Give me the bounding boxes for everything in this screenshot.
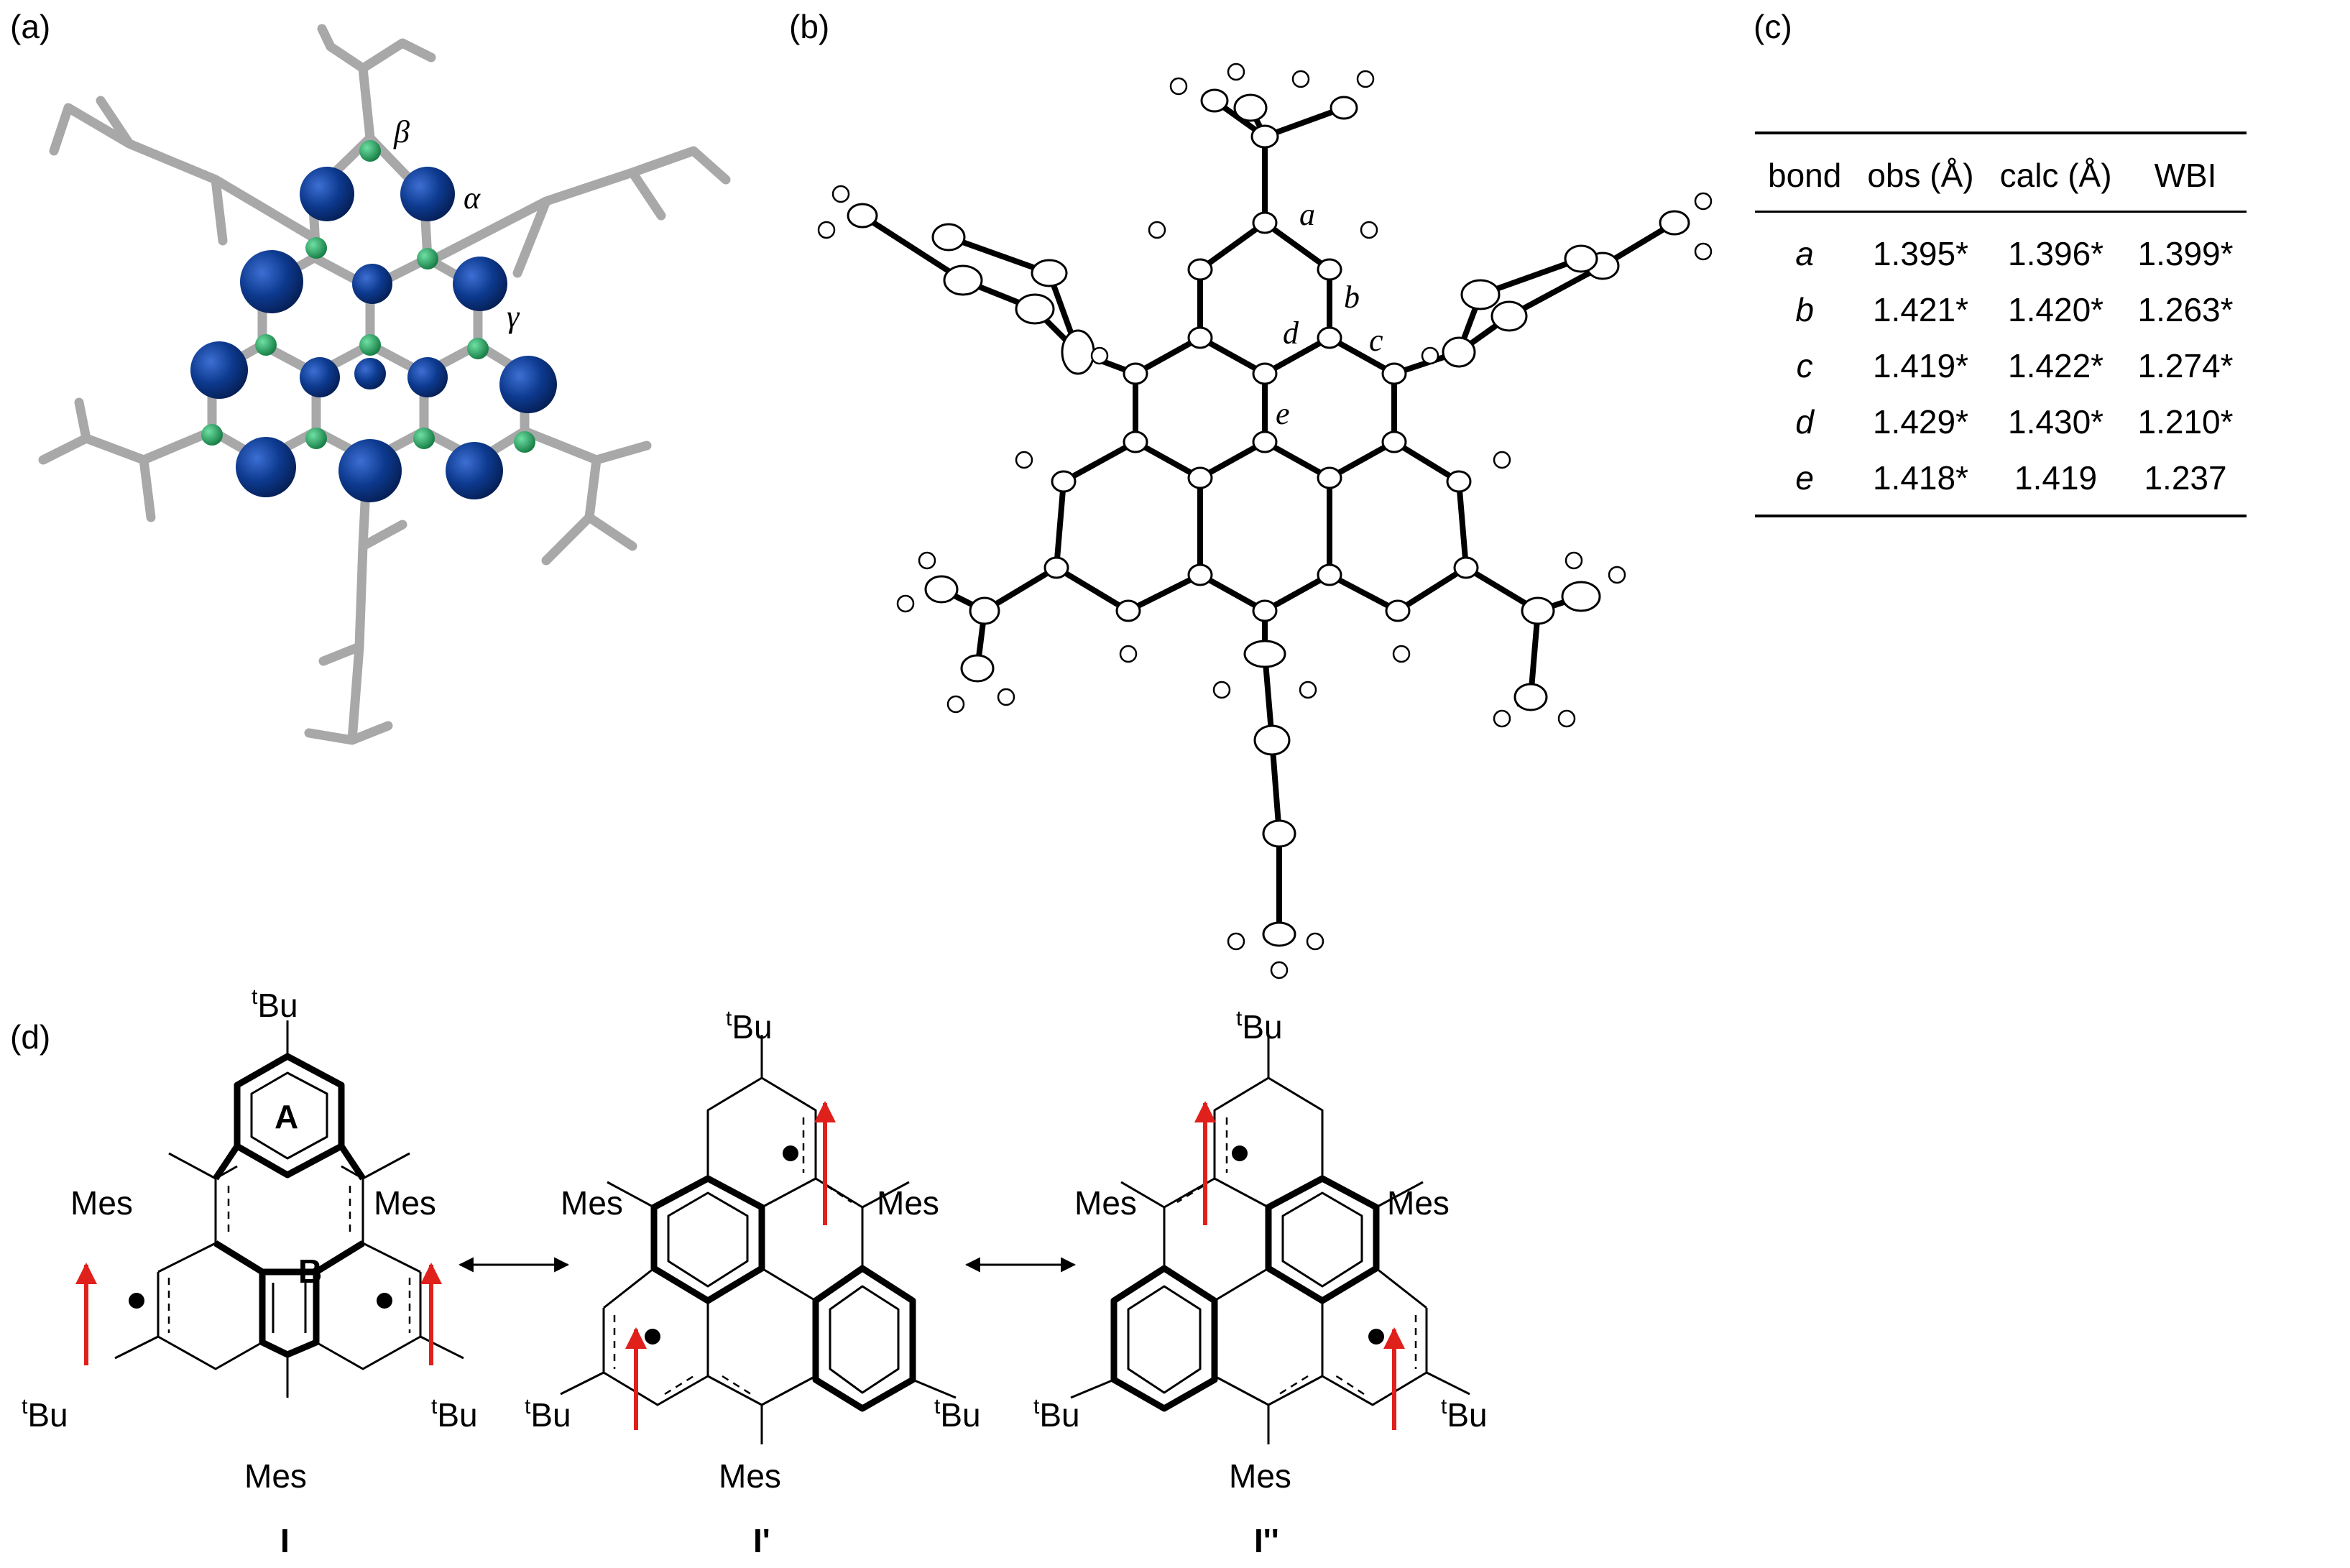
cell-wbi: 1.263*: [2137, 291, 2234, 328]
resonance-labels: tBu Mes Mes tBu tBu Mes A B I tBu Mes Me…: [22, 985, 1488, 1559]
tbu-left-I: tBu: [22, 1395, 68, 1434]
cell-wbi: 1.399*: [2137, 235, 2234, 272]
mes-right-I-double-prime: Mes: [1387, 1184, 1450, 1222]
spin-lobes: [190, 167, 557, 502]
tbu-top-I-double-prime: tBu: [1236, 1007, 1283, 1046]
cell-calc: 1.430*: [2008, 403, 2104, 441]
table-header-row: bond obs (Å) calc (Å) WBI: [1755, 133, 2247, 212]
ring-label-A: A: [275, 1098, 298, 1135]
ortep-atoms: [847, 88, 1690, 947]
structure-I-double-prime: [1070, 1035, 1470, 1444]
structure-I: [75, 1020, 464, 1398]
cell-bond: e: [1795, 459, 1814, 497]
table-row: b 1.421* 1.420* 1.263*: [1755, 282, 2247, 338]
tbu-right-I-prime: tBu: [934, 1395, 981, 1434]
structure-I-prime: [560, 1035, 957, 1444]
cell-calc: 1.420*: [2008, 291, 2104, 328]
mes-left-I: Mes: [70, 1184, 133, 1222]
cell-wbi: 1.237: [2144, 459, 2227, 497]
bond-length-table: bond obs (Å) calc (Å) WBI a 1.395* 1.396…: [1755, 132, 2247, 517]
tbu-right-I: tBu: [431, 1395, 478, 1434]
cell-obs: 1.419*: [1872, 347, 1968, 384]
table-row: c 1.419* 1.422* 1.274*: [1755, 338, 2247, 394]
table-row: a 1.395* 1.396* 1.399*: [1755, 212, 2247, 282]
cell-bond: d: [1795, 403, 1814, 441]
mes-right-I-prime: Mes: [877, 1184, 939, 1222]
bond-label-e: e: [1276, 396, 1290, 431]
cell-bond: c: [1796, 347, 1813, 384]
mes-bottom-I: Mes: [244, 1457, 307, 1495]
label-gamma: γ: [507, 299, 520, 334]
cell-bond: b: [1795, 291, 1814, 328]
cell-wbi: 1.210*: [2137, 403, 2234, 441]
ortep-hydrogens: [817, 63, 1713, 979]
tbu-right-I-double-prime: tBu: [1441, 1395, 1488, 1434]
cell-wbi: 1.274*: [2137, 347, 2234, 384]
tbu-top-I: tBu: [252, 985, 298, 1024]
cell-calc: 1.422*: [2008, 347, 2104, 384]
panel-label-a: (a): [10, 8, 51, 45]
bond-label-d: d: [1283, 315, 1299, 351]
label-alpha: α: [464, 180, 481, 216]
mes-left-I-prime: Mes: [561, 1184, 623, 1222]
cell-obs: 1.395*: [1872, 235, 1968, 272]
header-calc: calc (Å): [1999, 157, 2112, 194]
carbon-atoms: [201, 140, 535, 453]
cell-calc: 1.396*: [2008, 235, 2104, 272]
crystal-structure: a b c d e: [817, 63, 1713, 979]
bond-label-a: a: [1299, 197, 1315, 232]
cell-obs: 1.421*: [1872, 291, 1968, 328]
panel-label-c: (c): [1754, 8, 1792, 45]
tbu-left-I-double-prime: tBu: [1033, 1395, 1080, 1434]
resonance-structures: [75, 1020, 1470, 1444]
mes-left-I-double-prime: Mes: [1074, 1184, 1137, 1222]
spin-density-model: β α γ: [38, 24, 731, 745]
bond-label-b: b: [1344, 280, 1360, 315]
cell-calc: 1.419: [2014, 459, 2098, 497]
header-bond: bond: [1768, 157, 1842, 194]
cell-obs: 1.418*: [1872, 459, 1968, 497]
header-wbi: WBI: [2154, 157, 2217, 194]
structure-label-I-prime: I': [753, 1522, 770, 1559]
panel-label-b: (b): [789, 8, 830, 45]
mes-right-I: Mes: [374, 1184, 436, 1222]
cell-bond: a: [1795, 235, 1814, 272]
table-row: d 1.429* 1.430* 1.210*: [1755, 394, 2247, 450]
panel-label-d: (d): [10, 1018, 51, 1056]
mes-bottom-I-prime: Mes: [719, 1457, 781, 1495]
header-obs: obs (Å): [1867, 157, 1974, 194]
cell-obs: 1.429*: [1872, 403, 1968, 441]
ring-label-B: B: [298, 1253, 322, 1290]
structure-label-I-double-prime: I'': [1254, 1522, 1279, 1559]
tbu-left-I-prime: tBu: [525, 1395, 571, 1434]
tbu-top-I-prime: tBu: [726, 1007, 773, 1046]
table-row: e 1.418* 1.419 1.237: [1755, 450, 2247, 516]
structure-label-I: I: [280, 1522, 290, 1559]
mes-bottom-I-double-prime: Mes: [1229, 1457, 1291, 1495]
bond-label-c: c: [1369, 323, 1383, 358]
framework-bonds: [38, 24, 731, 745]
label-beta: β: [393, 114, 410, 149]
